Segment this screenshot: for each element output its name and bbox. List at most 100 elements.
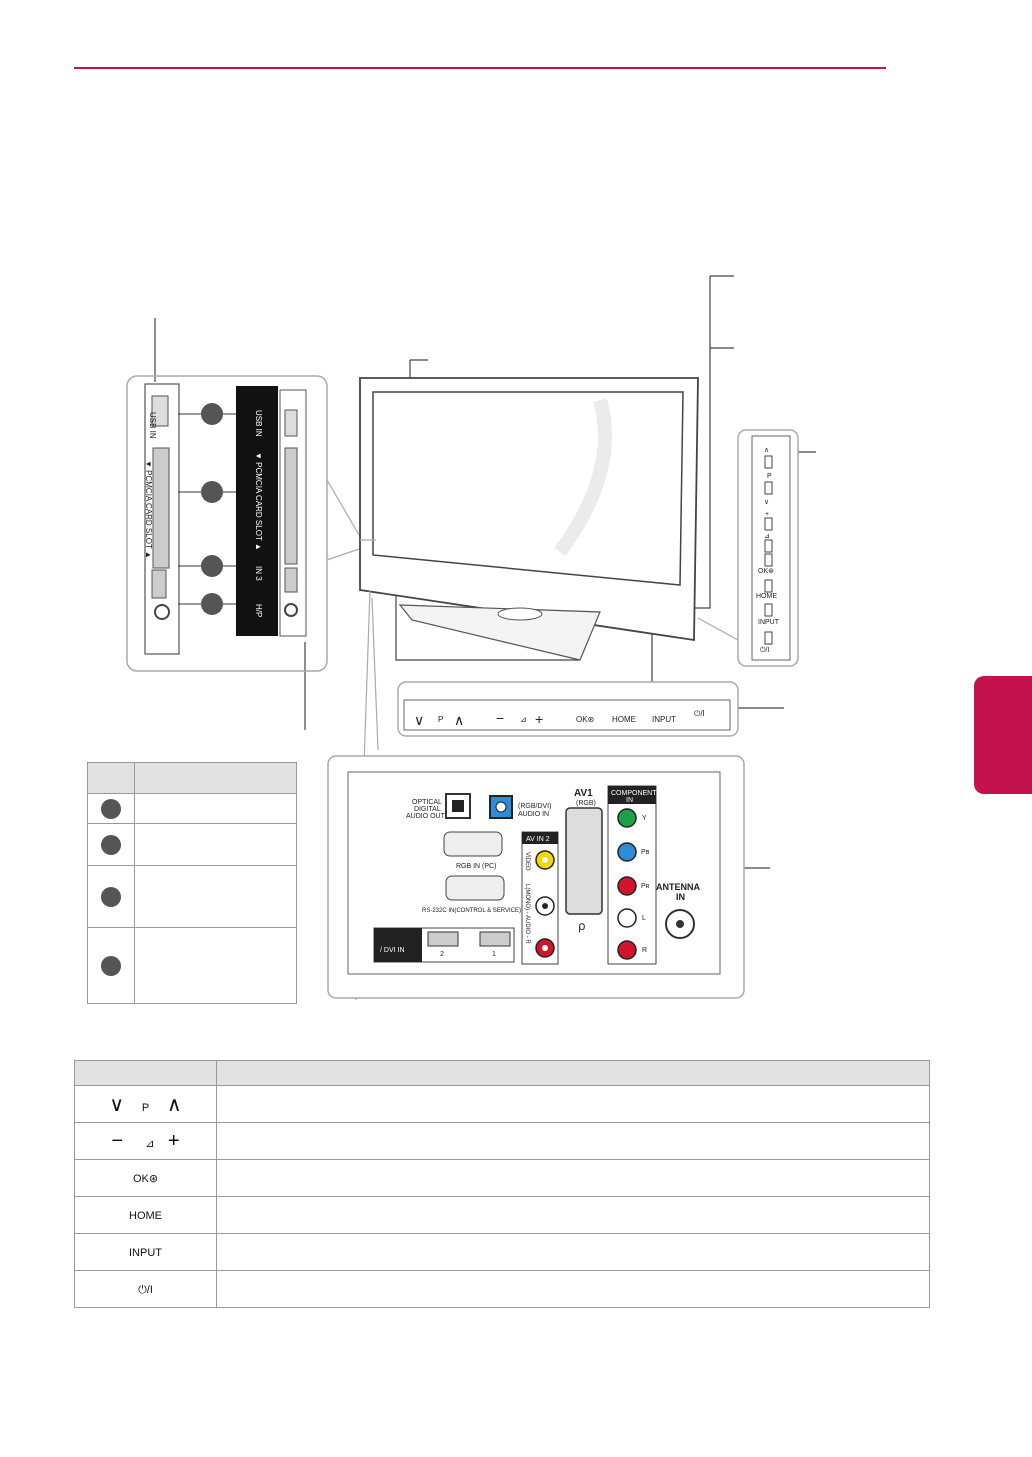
ok-label-h: OK⊛ bbox=[576, 715, 594, 724]
comp-y: Y bbox=[642, 815, 647, 822]
bullet-3 bbox=[101, 886, 121, 907]
table-cell bbox=[134, 823, 297, 866]
video-label: VIDEO bbox=[524, 852, 530, 871]
table-cell: HOME bbox=[74, 1196, 217, 1234]
pcmcia-label-right: ▼ PCMCIA CARD SLOT ▲ bbox=[254, 452, 263, 551]
p-label-h: P bbox=[438, 715, 443, 724]
table-row: − ⊿ + bbox=[74, 1122, 930, 1160]
comp-l: L bbox=[642, 915, 646, 922]
power-label: ⏻/I bbox=[138, 1284, 153, 1296]
front-buttons-callout: ∨ P ∧ − ⊿ + OK⊛ HOME INPUT ⏻/I bbox=[397, 681, 739, 737]
power-label-h: ⏻/I bbox=[694, 709, 705, 718]
antenna-label-2: IN bbox=[676, 892, 685, 902]
table-cell: INPUT bbox=[74, 1233, 217, 1271]
ok-label: OK⊛ bbox=[132, 1173, 159, 1185]
table-row bbox=[87, 793, 297, 824]
hdmi-label-right: IN 3 bbox=[254, 566, 263, 581]
table-header-row bbox=[74, 1060, 930, 1086]
audio-label: L(MONO) - AUDIO - R bbox=[524, 884, 530, 944]
table-header-cell bbox=[134, 762, 297, 794]
table-cell: ∨ P ∧ bbox=[74, 1085, 217, 1123]
av-in2-label: AV IN 2 bbox=[526, 836, 550, 843]
volume-down-icon-h: − bbox=[496, 710, 504, 726]
table-header-cell bbox=[216, 1060, 930, 1086]
comp-pr: Pʀ bbox=[641, 883, 650, 890]
table-cell bbox=[216, 1122, 930, 1160]
rgbdvi-label-1: (RGB/DVI) bbox=[518, 803, 551, 810]
hdmi-port-2: 2 bbox=[440, 951, 444, 958]
table-cell bbox=[216, 1196, 930, 1234]
table-row: ∨ P ∧ bbox=[74, 1085, 930, 1123]
table-cell bbox=[216, 1085, 930, 1123]
table-cell: − ⊿ + bbox=[74, 1122, 217, 1160]
table-row: ⏻/I bbox=[74, 1270, 930, 1308]
table-cell bbox=[87, 927, 135, 1004]
rear-panel-callout: OPTICAL DIGITAL AUDIO OUT (RGB/DVI) AUDI… bbox=[327, 755, 745, 999]
usb-label-right: USB IN bbox=[254, 410, 263, 437]
table-cell bbox=[216, 1233, 930, 1271]
channel-up-icon: ∧ bbox=[166, 1093, 182, 1116]
button-table: ∨ P ∧ − ⊿ + OK⊛ HOME INPUT ⏻/I bbox=[74, 1060, 930, 1308]
tv-front bbox=[355, 377, 699, 1001]
comp-pb: Pʙ bbox=[641, 849, 650, 856]
chapter-tab bbox=[974, 676, 1032, 794]
table-cell bbox=[216, 1159, 930, 1197]
av1-sub: (RGB) bbox=[576, 800, 596, 807]
volume-up-icon-h: + bbox=[535, 711, 543, 727]
home-label-h: HOME bbox=[612, 715, 636, 724]
rs232-label: RS-232C IN(CONTROL & SERVICE) bbox=[422, 908, 521, 914]
table-cell bbox=[134, 865, 297, 928]
pcmcia-label-left: ▼ PCMCIA CARD SLOT ▲ bbox=[144, 460, 153, 559]
volume-down-icon: − bbox=[111, 1129, 124, 1152]
volume-up-icon: + bbox=[765, 511, 769, 518]
antenna-label-1: ANTENNA bbox=[656, 882, 700, 892]
table-header-cell bbox=[87, 762, 135, 794]
table-row: INPUT bbox=[74, 1233, 930, 1271]
volume-up-icon: + bbox=[167, 1129, 180, 1152]
rgb-in-label: RGB IN (PC) bbox=[456, 863, 496, 870]
table-row bbox=[87, 823, 297, 866]
channel-down-icon: ∨ bbox=[109, 1093, 125, 1116]
table-cell bbox=[134, 927, 297, 1004]
hp-label-right: H/P bbox=[254, 604, 263, 617]
table-cell bbox=[216, 1270, 930, 1308]
input-label-h: INPUT bbox=[652, 715, 676, 724]
bullet-1 bbox=[101, 798, 121, 819]
power-label-vertical: ⏻/I bbox=[760, 646, 769, 654]
table-row: HOME bbox=[74, 1196, 930, 1234]
table-row: OK⊛ bbox=[74, 1159, 930, 1197]
table-cell bbox=[87, 793, 135, 824]
bullet-2 bbox=[101, 834, 121, 855]
tv-diagram: USB IN ▼ PCMCIA CARD SLOT ▲ USB IN ▼ PCM… bbox=[126, 275, 816, 1001]
ok-label-vertical: OK⊛ bbox=[758, 568, 774, 575]
channel-down-icon: ∨ bbox=[764, 499, 769, 506]
table-cell: ⏻/I bbox=[74, 1270, 217, 1308]
home-label: HOME bbox=[129, 1210, 162, 1222]
component-label-2: IN bbox=[626, 797, 633, 804]
input-label-vertical: INPUT bbox=[758, 619, 780, 626]
hdmi-port-1: 1 bbox=[492, 951, 496, 958]
table-cell: OK⊛ bbox=[74, 1159, 217, 1197]
table-cell bbox=[87, 823, 135, 866]
table-cell bbox=[87, 865, 135, 928]
bullet-4 bbox=[101, 955, 121, 976]
p-label: P bbox=[141, 1101, 150, 1114]
volume-icon: ⊿ bbox=[764, 533, 770, 540]
table-header-cell bbox=[74, 1060, 217, 1086]
rgbdvi-label-2: AUDIO IN bbox=[518, 811, 549, 818]
input-label: INPUT bbox=[129, 1247, 162, 1259]
side-buttons-callout: ∧ P ∨ + ⊿ OK⊛ HOME INPUT ⏻/I bbox=[697, 429, 799, 667]
dvi-in-label: / DVI IN bbox=[380, 947, 405, 954]
optical-label-1: OPTICAL bbox=[412, 799, 442, 806]
optical-label-3: AUDIO OUT bbox=[406, 813, 446, 820]
header-rule bbox=[74, 67, 886, 69]
volume-icon-h: ⊿ bbox=[520, 715, 527, 724]
av1-label: AV1 bbox=[574, 788, 593, 799]
comp-r: R bbox=[642, 947, 647, 954]
table-header-row bbox=[87, 762, 297, 794]
volume-icon: ⊿ bbox=[145, 1137, 155, 1150]
table-row bbox=[87, 865, 297, 928]
home-label-vertical: HOME bbox=[756, 593, 777, 600]
table-row bbox=[87, 927, 297, 1004]
side-connector-table bbox=[87, 762, 297, 1004]
